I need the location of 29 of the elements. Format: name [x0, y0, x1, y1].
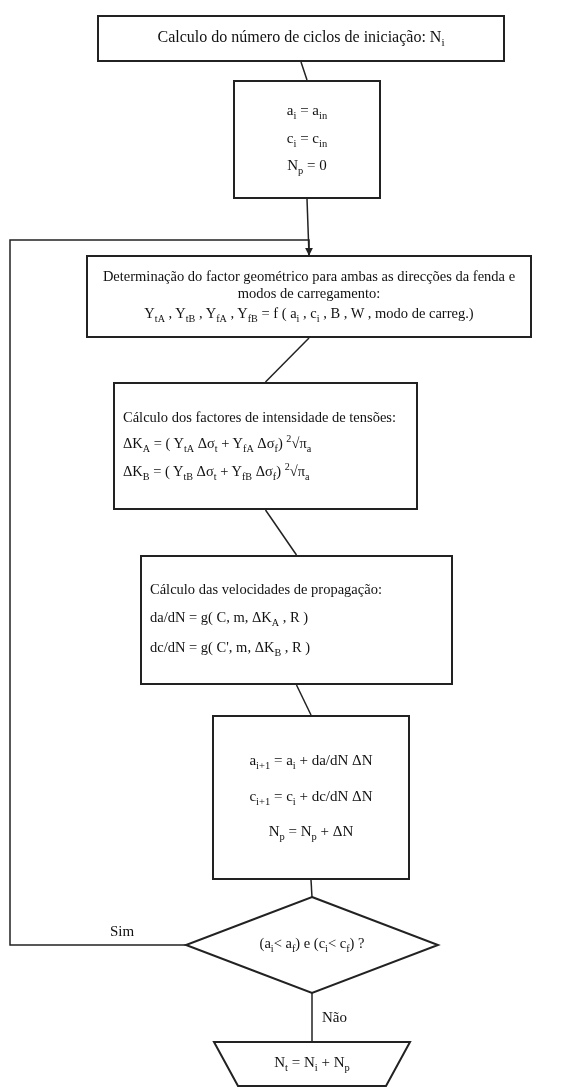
connector-line: [264, 509, 298, 556]
box-text: Calculo do número de ciclos de iniciação: N$_{i}$: [157, 27, 445, 50]
process-box: [233, 80, 381, 199]
process-box: [97, 15, 505, 62]
process-box: [113, 382, 418, 510]
process-box: [86, 255, 532, 338]
box-text: c$_{i+1}$ = c$_{i}$ + dc/dN ΔN: [249, 786, 373, 809]
box-text: c$_{i}$ = c$_{in}$: [286, 128, 328, 151]
box-text: N$_{t}$ = N$_{i}$ + N$_{p}$: [274, 1053, 350, 1075]
connector-line: [300, 61, 308, 81]
box-text: dc/dN = g( C', m, ΔK$_{B}$ , R ): [150, 638, 311, 659]
box-text: Y$_{tA}$ , Y$_{tB}$ , Y$_{fA}$ , Y$_{fB}$ = f ( a$_{i}$ , c$_{i}$ , B , W , modo de carreg.): [144, 305, 474, 326]
arrow: [9, 239, 313, 946]
box-heading: Cálculo dos factores de intensidade de tensões:: [123, 409, 396, 427]
connector-line: [295, 684, 312, 716]
box-text: Determinação do factor geométrico para ambas as direcções da fenda e modos de carregamento:: [101, 267, 517, 303]
box-text: a$_{i}$ = a$_{in}$: [286, 101, 328, 123]
process-box: [212, 715, 410, 880]
box-text: ΔK$_{B}$ = ( Y$_{tB}$ Δσ$_{t}$ + Y$_{fB}$ Δσ$_{f}$) $^{2}$√π$_{a}$: [123, 460, 310, 483]
box-text: a$_{i+1}$ = a$_{i}$ + da/dN ΔN: [249, 751, 373, 773]
box-text: da/dN = g( C, m, ΔK$_{A}$ , R ): [150, 608, 309, 629]
box-text: (a$_{i}$< a$_{f}$) e (c$_{i}$< c$_{f}$) ?: [259, 934, 365, 956]
box-text: ΔK$_{A}$ = ( Y$_{tA}$ Δσ$_{t}$ + Y$_{fA}$ Δσ$_{f}$) $^{2}$√π$_{a}$: [123, 432, 312, 455]
box-text: N$_{p}$ = 0: [287, 156, 327, 178]
process-box: [140, 555, 453, 685]
connector-line: [311, 992, 313, 1043]
box-text: N$_{p}$ = N$_{p}$ + ΔN: [268, 822, 354, 844]
box-heading: Cálculo das velocidades de propagação:: [150, 581, 382, 599]
connector-line: [264, 337, 310, 383]
